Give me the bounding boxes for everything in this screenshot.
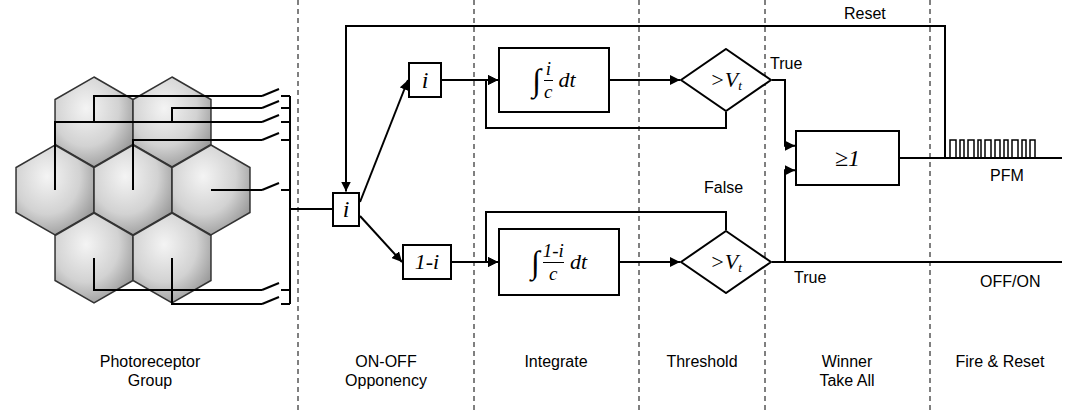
edge-label: True: [768, 54, 804, 73]
process-box: 1-i: [402, 244, 452, 280]
switch: [262, 115, 279, 122]
threshold-text: >V: [710, 67, 738, 93]
offon-output-line: [785, 261, 1062, 263]
process-box: ≥1: [795, 130, 900, 186]
photoreceptor-wire: [172, 258, 262, 304]
fraction: ic: [544, 59, 552, 102]
denominator: c: [549, 264, 557, 284]
section-label: Fire & Reset: [948, 352, 1052, 371]
section-divider: [930, 0, 931, 410]
switch: [262, 183, 279, 190]
switch: [262, 297, 279, 304]
switch-contact: [281, 303, 290, 305]
node-content: >Vt: [710, 67, 742, 93]
section-label: Winner Take All: [805, 352, 889, 390]
switch: [262, 101, 279, 108]
subscript: t: [738, 260, 742, 276]
decision-diamond: >Vt: [680, 48, 772, 112]
photoreceptor-wire: [133, 140, 262, 190]
pulse-train: [950, 140, 1039, 158]
signal-label: PFM: [988, 166, 1026, 185]
switch: [262, 133, 279, 140]
process-box: i: [332, 192, 360, 227]
threshold-text: >V: [710, 249, 738, 275]
node-content: ∫1-i cdt: [531, 241, 587, 284]
node-content: ≥1: [835, 145, 860, 172]
section-dividers: [298, 0, 930, 410]
node-content: i: [422, 67, 429, 94]
node-text: ≥1: [835, 145, 860, 172]
switch-contact: [281, 189, 290, 191]
switch-contact: [281, 121, 290, 123]
integrator-box: ∫1-i cdt: [498, 228, 620, 296]
node-content: i: [343, 196, 350, 223]
switch: [262, 283, 279, 290]
node-text: i: [422, 67, 429, 94]
node-content: ∫icdt: [532, 59, 575, 102]
signal-connector: [772, 170, 795, 262]
node-content: >Vt: [710, 249, 742, 275]
switch: [262, 89, 279, 96]
numerator: i: [546, 59, 551, 79]
signal-connector: [360, 216, 402, 262]
process-box: i: [408, 62, 442, 98]
section-divider: [474, 0, 475, 410]
edge-label: True: [792, 268, 828, 287]
signal-connector: [620, 261, 680, 263]
photoreceptor-wire: [94, 96, 262, 122]
node-text: i: [343, 196, 350, 223]
fraction-bar: [543, 262, 564, 263]
section-divider: [298, 0, 299, 410]
signal-label: False: [702, 178, 745, 197]
differential: dt: [570, 249, 587, 275]
integral-sign: ∫: [531, 244, 540, 281]
integrator-box: ∫icdt: [498, 47, 610, 113]
input-wire: [290, 208, 332, 210]
photoreceptor-wire: [211, 189, 262, 191]
section-label: Integrate: [506, 352, 606, 371]
signal-connector: [360, 80, 408, 202]
section-label: Photoreceptor Group: [90, 352, 210, 390]
node-content: 1-i: [415, 249, 439, 275]
section-label: ON-OFF Opponency: [336, 352, 436, 390]
switch-contact: [281, 95, 290, 97]
switch-wires: [55, 89, 332, 304]
section-divider: [765, 0, 766, 410]
photoreceptor-wire: [94, 258, 262, 290]
photoreceptor-wire: [172, 108, 262, 122]
switch-contact: [281, 107, 290, 109]
signal-connector: [610, 79, 680, 81]
denominator: c: [544, 82, 552, 102]
signal-connector: [346, 26, 945, 192]
node-text: 1-i: [415, 249, 439, 275]
bus-line: [289, 96, 291, 304]
photoreceptor-wire: [55, 122, 262, 190]
subscript: t: [738, 78, 742, 94]
fraction: 1-i c: [543, 241, 564, 284]
numerator: 1-i: [543, 241, 564, 261]
fraction-bar: [544, 80, 552, 81]
section-divider: [639, 0, 640, 410]
integral-sign: ∫: [532, 62, 541, 99]
signal-label: OFF/ON: [978, 272, 1042, 291]
switch-contact: [281, 289, 290, 291]
decision-diamond: >Vt: [680, 230, 772, 294]
signal-connector: [772, 80, 795, 146]
section-label: Threshold: [652, 352, 752, 371]
switch-contact: [281, 139, 290, 141]
differential: dt: [559, 67, 576, 93]
edge-label: Reset: [842, 4, 888, 23]
